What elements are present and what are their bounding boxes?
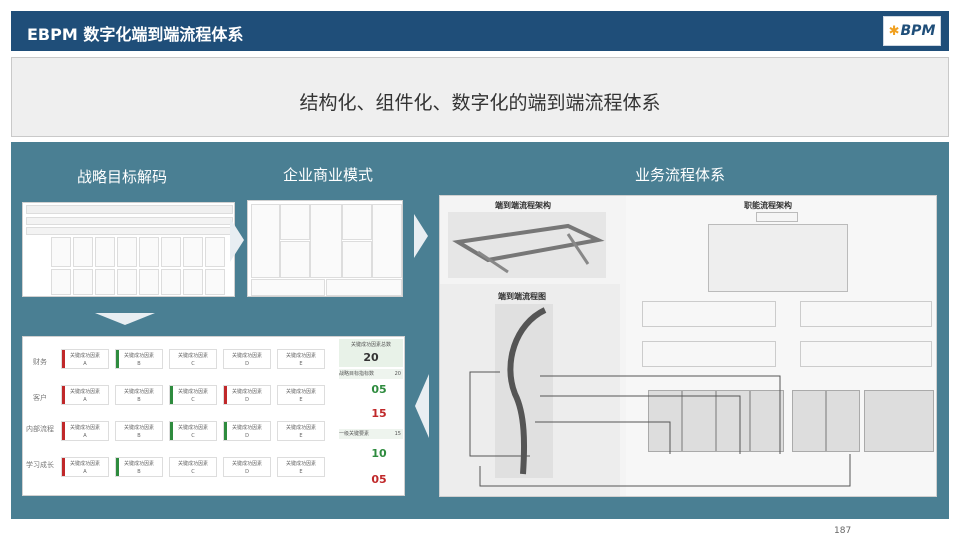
score-value-red: 05 bbox=[371, 473, 387, 486]
section-title-strategy: 战略目标解码 bbox=[77, 168, 168, 186]
e2e-arch-title: 端到端流程架构 bbox=[495, 201, 551, 210]
score-sub-header: 战略目标指标数 20 bbox=[339, 369, 403, 379]
process-group-box bbox=[800, 341, 932, 367]
e2e-map-title: 端到端流程图 bbox=[498, 292, 546, 301]
score-value-red: 15 bbox=[371, 407, 387, 420]
score-value-green: 10 bbox=[371, 447, 387, 460]
score-total-value: 20 bbox=[363, 351, 379, 364]
score-sub-header: 一级关键要素 15 bbox=[339, 429, 403, 439]
process-group-box bbox=[800, 301, 932, 327]
arrow-right-icon bbox=[230, 218, 244, 262]
banner-text: 结构化、组件化、数字化的端到端流程体系 bbox=[299, 92, 661, 114]
arrow-left-icon bbox=[415, 374, 429, 438]
logo-text: BPM bbox=[900, 23, 936, 39]
e2e-arch-image bbox=[448, 212, 606, 278]
score-value-green: 05 bbox=[371, 383, 387, 396]
scorecard-row-label: 客户 bbox=[33, 394, 47, 402]
track-image bbox=[792, 390, 826, 452]
track-image bbox=[716, 390, 750, 452]
strategy-decoding-image bbox=[22, 202, 235, 297]
section-title-business-model: 企业商业模式 bbox=[283, 166, 374, 184]
logo-mark-icon: ✱ bbox=[888, 23, 900, 39]
track-image bbox=[826, 390, 860, 452]
score-total-label: 关键成功因素总数 bbox=[350, 342, 391, 348]
track-image bbox=[864, 390, 934, 452]
score-total-box: 关键成功因素总数 20 bbox=[339, 339, 403, 367]
scorecard-row-label: 财务 bbox=[33, 358, 47, 366]
arrow-down-icon bbox=[95, 313, 155, 325]
page-title: EBPM 数字化端到端流程体系 bbox=[27, 25, 244, 44]
connector-lines bbox=[469, 371, 851, 487]
bpm-logo: ✱ BPM bbox=[883, 16, 941, 46]
arrow-right-icon bbox=[414, 214, 428, 258]
func-top-box bbox=[756, 212, 798, 222]
scorecard-row-label: 学习成长 bbox=[26, 461, 54, 469]
e2e-map-image bbox=[495, 304, 553, 478]
process-group-box bbox=[642, 341, 776, 367]
process-group-box bbox=[642, 301, 776, 327]
main-panel: 战略目标解码 企业商业模式 业务流程体系 bbox=[11, 142, 949, 519]
track-image bbox=[750, 390, 784, 452]
track-image bbox=[648, 390, 682, 452]
subtitle-banner: 结构化、组件化、数字化的端到端流程体系 bbox=[11, 57, 949, 137]
func-arch-title: 职能流程架构 bbox=[744, 201, 792, 210]
func-arch-block bbox=[708, 224, 848, 292]
business-model-canvas-image bbox=[247, 200, 403, 297]
section-title-process-system: 业务流程体系 bbox=[635, 166, 726, 184]
track-image bbox=[682, 390, 716, 452]
process-system-image: 端到端流程架构 端到端流程图 职能流程架构 bbox=[439, 195, 937, 497]
header-bar: EBPM 数字化端到端流程体系 ✱ BPM bbox=[11, 11, 949, 51]
page-number: 187 bbox=[834, 526, 852, 536]
scorecard-row-label: 内部流程 bbox=[26, 425, 54, 433]
